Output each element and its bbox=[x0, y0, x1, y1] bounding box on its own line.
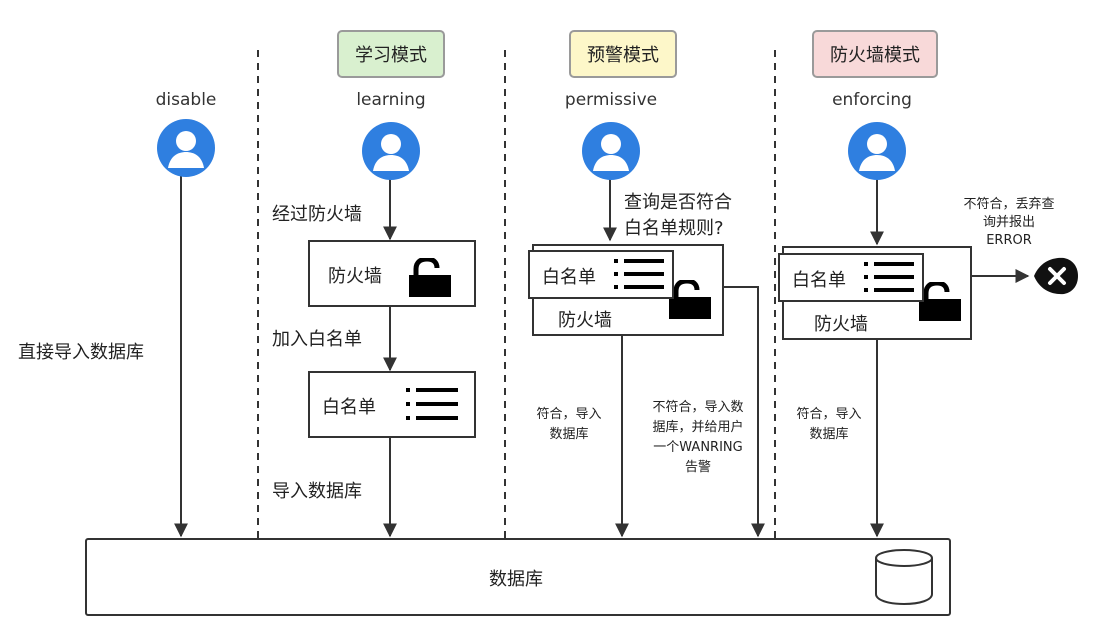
disable-direct-label: 直接导入数据库 bbox=[18, 342, 144, 363]
user-avatar-icon bbox=[362, 122, 420, 180]
user-avatar-icon bbox=[848, 122, 906, 180]
mode-badge-permissive: 预警模式 bbox=[569, 30, 677, 78]
mode-label-disable: disable bbox=[155, 90, 217, 110]
mode-label-permissive: permissive bbox=[564, 90, 658, 110]
lock-icon bbox=[919, 282, 961, 321]
permissive-nomatch-label: 不符合，导入数 据库，并给用户 一个WANRING 告警 bbox=[652, 400, 744, 475]
mode-badge-learning: 学习模式 bbox=[337, 30, 445, 78]
list-icon bbox=[406, 388, 458, 420]
database-label: 数据库 bbox=[489, 569, 543, 590]
permissive-whitelist-label: 白名单 bbox=[542, 267, 596, 288]
learning-whitelist-label: 白名单 bbox=[322, 397, 376, 418]
enforcing-whitelist-box: 白名单 bbox=[778, 253, 924, 302]
learning-step2-label: 加入白名单 bbox=[272, 329, 362, 350]
learning-step1-label: 经过防火墙 bbox=[272, 204, 362, 225]
mode-badge-enforcing: 防火墙模式 bbox=[812, 30, 938, 78]
mode-label-learning: learning bbox=[356, 90, 426, 110]
permissive-match-label: 符合，导入 数据库 bbox=[536, 407, 602, 442]
arrow-permissive-nomatch bbox=[722, 286, 765, 538]
learning-firewall-box: 防火墙 bbox=[308, 240, 476, 307]
enforcing-firewall-label: 防火墙 bbox=[814, 314, 868, 335]
user-avatar-icon bbox=[157, 119, 215, 177]
permissive-query-label: 查询是否符合 白名单规则? bbox=[624, 192, 732, 239]
error-x-icon bbox=[1034, 257, 1078, 295]
enforcing-whitelist-label: 白名单 bbox=[792, 270, 846, 291]
mode-label-enforcing: enforcing bbox=[832, 90, 912, 110]
enforcing-reject-label: 不符合，丢弃查 询并报出 ERROR bbox=[963, 197, 1055, 248]
learning-whitelist-box: 白名单 bbox=[308, 371, 476, 438]
list-icon bbox=[864, 262, 914, 292]
database-box: 数据库 bbox=[85, 538, 951, 616]
enforcing-match-label: 符合，导入 数据库 bbox=[796, 407, 862, 442]
list-icon bbox=[614, 259, 664, 289]
permissive-whitelist-box: 白名单 bbox=[528, 250, 674, 299]
learning-step3-label: 导入数据库 bbox=[272, 481, 362, 502]
lock-icon bbox=[409, 258, 451, 297]
permissive-firewall-label: 防火墙 bbox=[558, 310, 612, 331]
database-cylinder-icon bbox=[875, 549, 933, 606]
learning-firewall-label: 防火墙 bbox=[328, 266, 382, 287]
lock-icon bbox=[669, 280, 711, 319]
user-avatar-icon bbox=[582, 122, 640, 180]
